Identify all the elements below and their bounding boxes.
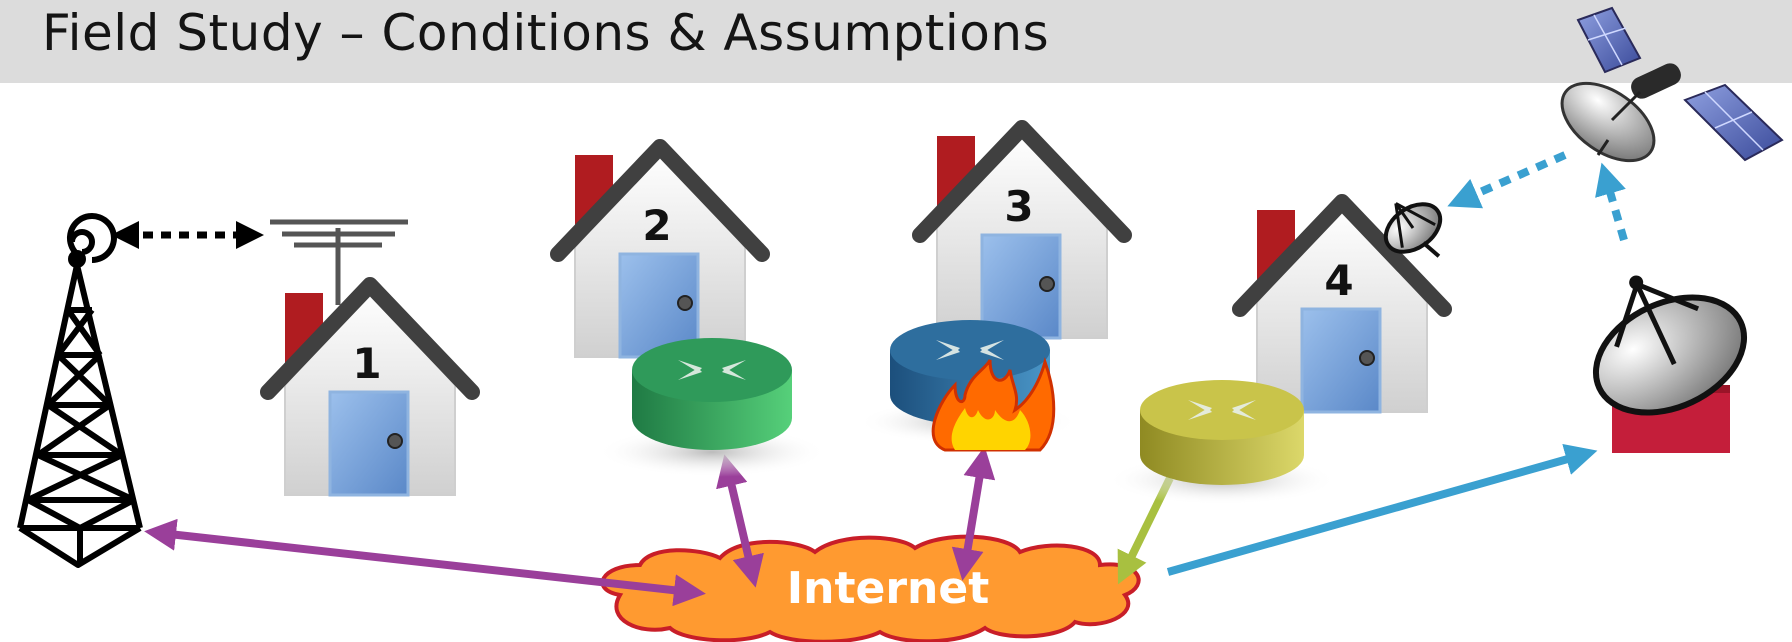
house-label: 2 bbox=[642, 201, 671, 250]
connections bbox=[111, 151, 1628, 607]
house-label: 3 bbox=[1004, 182, 1033, 231]
house-1: 1 bbox=[260, 277, 480, 497]
house-4: 4 bbox=[1232, 194, 1452, 414]
router-icon bbox=[1107, 380, 1337, 505]
satellite-icon bbox=[1560, 6, 1784, 163]
router-icon bbox=[597, 338, 827, 477]
link-tower-internet bbox=[144, 518, 706, 607]
antenna-tower-icon bbox=[17, 213, 143, 568]
house-label: 4 bbox=[1324, 256, 1353, 305]
cloud-label: Internet bbox=[787, 563, 989, 614]
page-title: Field Study – Conditions & Assumptions bbox=[42, 4, 1050, 62]
link-internet-groundstation bbox=[1166, 443, 1598, 576]
firewall-fire-icon bbox=[931, 357, 1056, 452]
link-router3-internet bbox=[951, 446, 996, 581]
house-label: 1 bbox=[352, 339, 381, 388]
ground-station-icon bbox=[1592, 275, 1748, 453]
link-satellite-house4 bbox=[1447, 151, 1567, 209]
house-2: 2 bbox=[550, 139, 770, 359]
title-bar: Field Study – Conditions & Assumptions bbox=[0, 0, 1792, 83]
satellite-dish-icon bbox=[1383, 202, 1443, 258]
link-router2-internet bbox=[716, 454, 764, 588]
tv-antenna-icon bbox=[270, 219, 408, 305]
link-groundstation-satellite bbox=[1595, 162, 1628, 242]
house-3: 3 bbox=[912, 120, 1132, 340]
